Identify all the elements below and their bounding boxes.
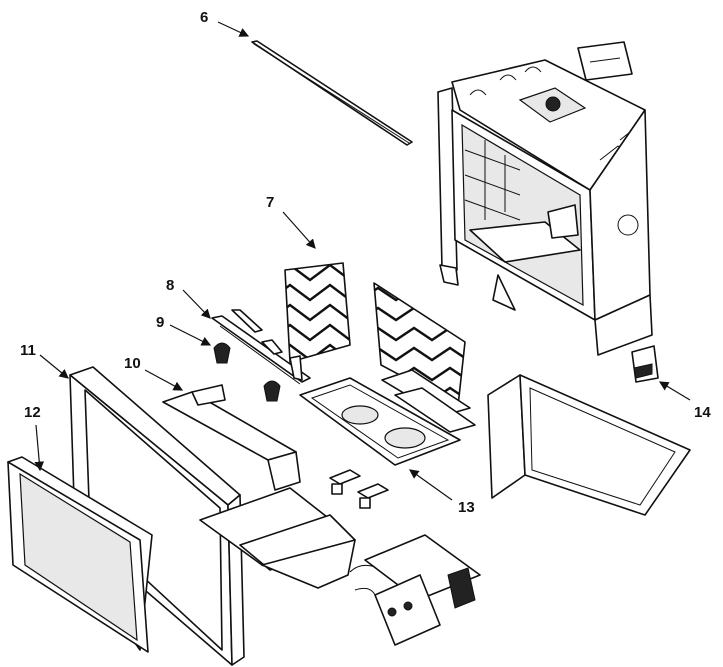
firebox-inner-brick-pattern [464, 140, 581, 263]
callout-labels: 6 7 8 9 10 11 12 13 14 [20, 9, 711, 516]
base-side-panels [199, 487, 356, 589]
part-13-burner-base [299, 377, 461, 466]
callout-8: 8 [166, 277, 174, 294]
part-11-front-frame [69, 366, 245, 666]
callout-7: 7 [266, 194, 274, 211]
part-8-grate [211, 309, 311, 385]
control-valve-assembly [349, 534, 481, 646]
callout-12: 12 [24, 404, 41, 421]
burner-mount-brackets [329, 469, 389, 509]
firebox-assembly [437, 59, 653, 356]
callout-leaders [34, 21, 691, 501]
part-12-glass-door [7, 456, 153, 653]
callout-10: 10 [124, 355, 141, 372]
instruction-manual [577, 41, 633, 81]
part-10-bottom-trim-bracket [162, 384, 301, 491]
callout-13: 13 [458, 499, 475, 516]
callout-11: 11 [20, 342, 36, 359]
part-7-left-brick-panel [284, 262, 351, 363]
callout-6: 6 [200, 9, 208, 26]
firebox-floor-bracket [492, 274, 516, 311]
callout-9: 9 [156, 314, 164, 331]
vent-collar-icon [545, 96, 561, 112]
burner-support-rails [381, 369, 476, 433]
right-side-panel [487, 374, 691, 516]
side-knockout-icon [617, 214, 639, 236]
callout-14: 14 [694, 404, 711, 421]
part-14-control-box [631, 345, 659, 383]
part-9-log-retainer [213, 342, 281, 402]
part-6-top-trim-strip [251, 40, 413, 146]
